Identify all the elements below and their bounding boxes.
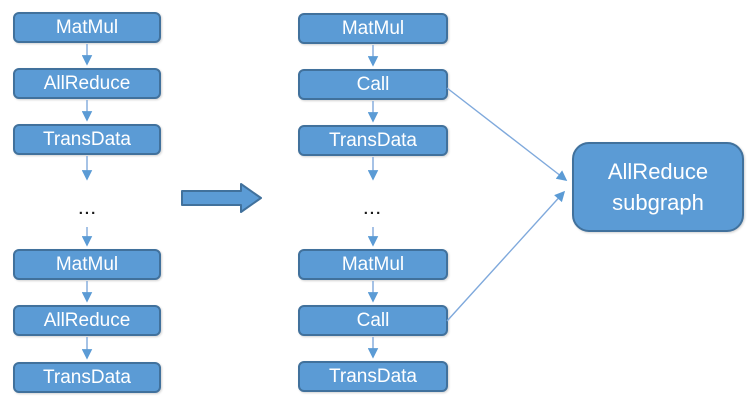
node-middle-transdata-1: TransData [298, 125, 448, 156]
transform-right-arrow-icon [181, 183, 262, 213]
node-middle-matmul-2: MatMul [298, 249, 448, 280]
node-left-matmul-2: MatMul [13, 249, 161, 280]
node-middle-matmul-1: MatMul [298, 13, 448, 44]
node-left-transdata-2: TransData [13, 362, 161, 393]
node-left-allreduce-2: AllReduce [13, 305, 161, 336]
node-left-allreduce-1: AllReduce [13, 68, 161, 99]
node-allreduce-subgraph: AllReduce subgraph [572, 142, 744, 232]
subgraph-label-line2: subgraph [612, 190, 704, 215]
connector-call1-to-subgraph [446, 87, 568, 181]
connector-call2-to-subgraph [446, 190, 566, 322]
subgraph-label-line1: AllReduce [607, 159, 709, 184]
node-middle-transdata-2: TransData [298, 361, 448, 392]
node-middle-call-2: Call [298, 305, 448, 336]
left-column-ellipsis: ... [78, 201, 98, 218]
node-left-matmul-1: MatMul [13, 12, 161, 43]
node-left-transdata-1: TransData [13, 124, 161, 155]
middle-column-ellipsis: ... [363, 201, 383, 218]
node-middle-call-1: Call [298, 69, 448, 100]
